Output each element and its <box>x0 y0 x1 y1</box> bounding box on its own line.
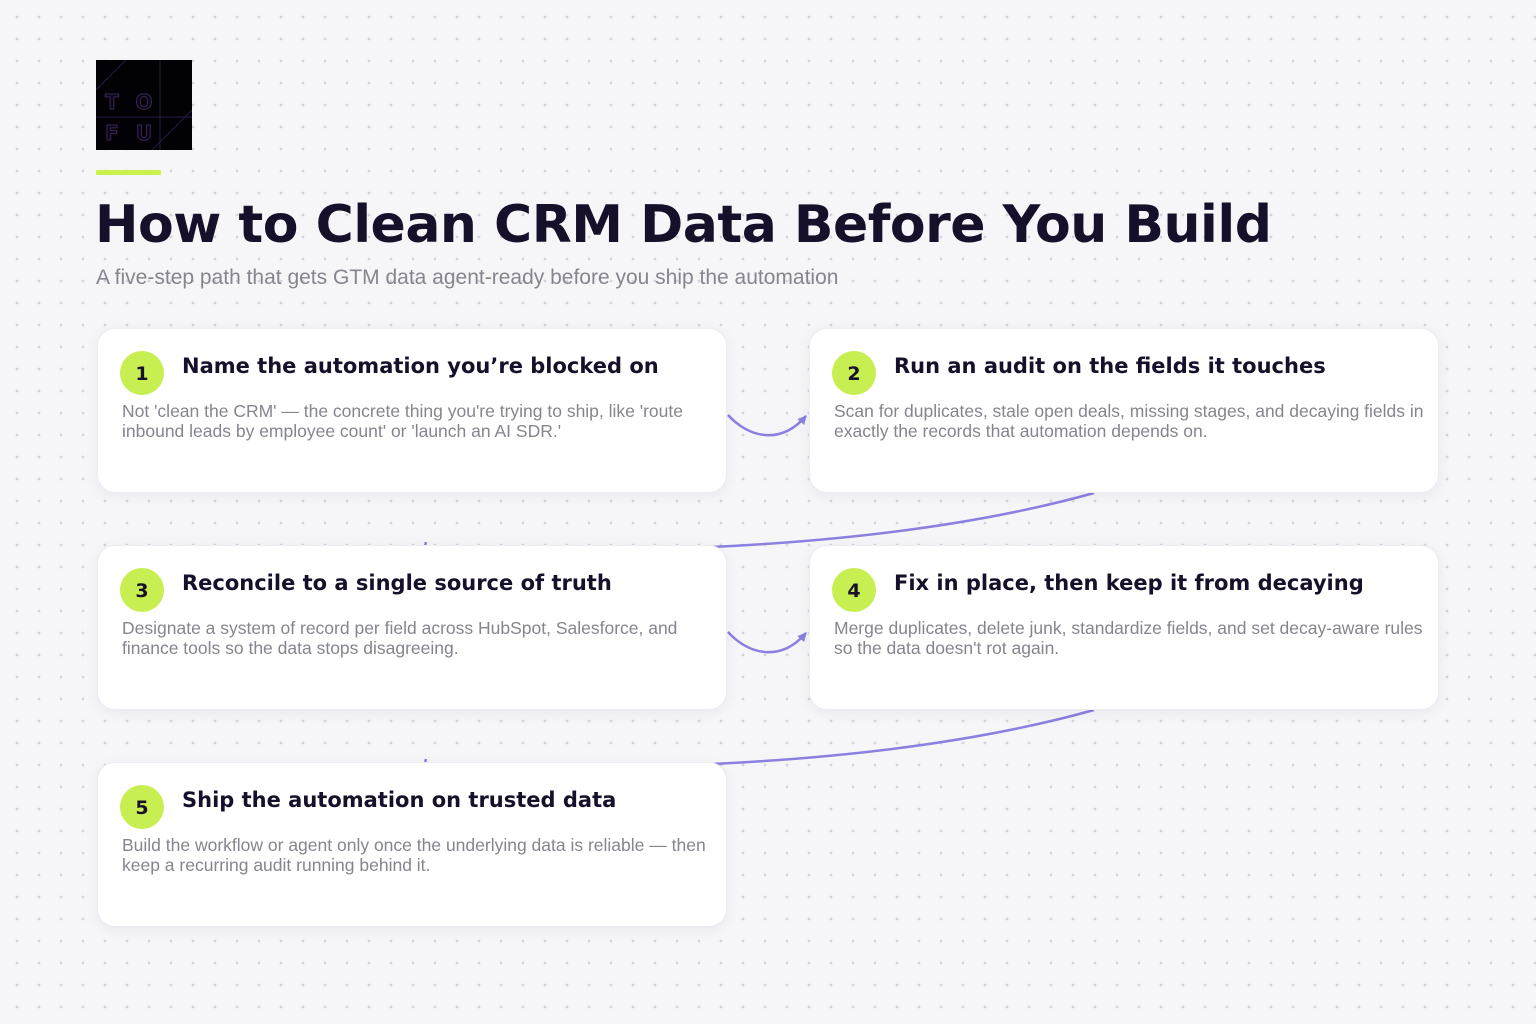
step-number-badge: 5 <box>120 785 164 829</box>
logo-letter-t: T <box>105 90 120 115</box>
step-title: Ship the automation on trusted data <box>182 788 617 812</box>
logo-letter-u: U <box>135 121 153 146</box>
step-number-badge: 1 <box>120 351 164 395</box>
step-description: Designate a system of record per field a… <box>122 618 678 658</box>
step-description: Not 'clean the CRM' — the concrete thing… <box>122 401 683 441</box>
tofu-logo: T O F U <box>96 60 192 150</box>
logo-grid-lines <box>96 60 192 150</box>
connector-1-to-2 <box>727 414 807 437</box>
step-description: Build the workflow or agent only once th… <box>122 835 706 875</box>
step-title: Fix in place, then keep it from decaying <box>894 571 1364 595</box>
step-card-3: 3 Reconcile to a single source of truth … <box>97 545 727 710</box>
step-description: Merge duplicates, delete junk, standardi… <box>834 618 1423 658</box>
logo-letter-f: F <box>105 121 120 146</box>
step-card-2: 2 Run an audit on the fields it touches … <box>809 328 1439 493</box>
step-title: Reconcile to a single source of truth <box>182 571 612 595</box>
step-card-5: 5 Ship the automation on trusted data Bu… <box>97 762 727 927</box>
step-description: Scan for duplicates, stale open deals, m… <box>834 401 1424 441</box>
connector-4-to-5 <box>711 708 1095 766</box>
connector-2-to-3 <box>711 491 1095 549</box>
step-title: Name the automation you’re blocked on <box>182 354 659 378</box>
step-card-1: 1 Name the automation you’re blocked on … <box>97 328 727 493</box>
page-title: How to Clean CRM Data Before You Build <box>95 195 1272 255</box>
connector-3-to-4 <box>727 631 807 654</box>
accent-bar <box>96 170 161 175</box>
step-number-badge: 3 <box>120 568 164 612</box>
step-card-4: 4 Fix in place, then keep it from decayi… <box>809 545 1439 710</box>
logo-letter-o: O <box>135 90 153 115</box>
step-number-badge: 4 <box>832 568 876 612</box>
step-title: Run an audit on the fields it touches <box>894 354 1326 378</box>
page-subtitle: A five-step path that gets GTM data agen… <box>96 266 839 289</box>
step-number-badge: 2 <box>832 351 876 395</box>
